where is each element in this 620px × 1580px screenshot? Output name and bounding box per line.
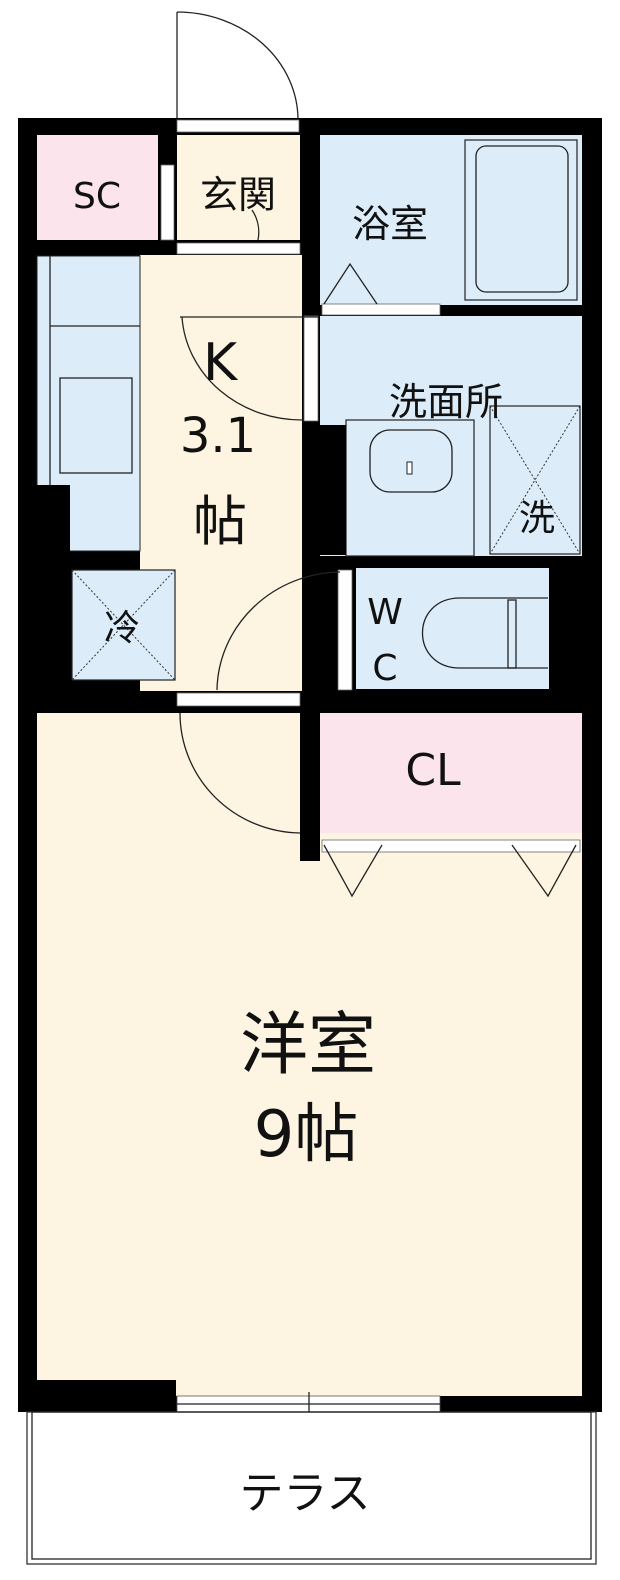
terrace (26, 1411, 597, 1565)
bath-label: 浴室 (352, 202, 428, 246)
genkan-step-arc (251, 209, 260, 241)
washer-label: 洗 (519, 498, 555, 539)
kitchen-name-label: K (203, 333, 239, 393)
closet-wall (300, 706, 320, 861)
wc-label-c: C (372, 648, 397, 689)
sink (369, 429, 453, 493)
vanity (345, 419, 475, 557)
cooktop (59, 377, 133, 474)
wc-room (356, 568, 549, 689)
terrace-label: テラス (239, 1468, 370, 1519)
closet-door-fold (323, 844, 577, 898)
genkan-room (177, 135, 300, 240)
room-door-arc (179, 712, 301, 834)
bottom-left-wall (18, 1380, 176, 1412)
washroom-door-arc (181, 316, 305, 421)
entry-door (176, 11, 299, 121)
fridge-cross (71, 569, 176, 681)
washroom-label: 洗面所 (389, 380, 503, 424)
sc-room (37, 135, 158, 240)
genkan-label: 玄関 (200, 173, 276, 217)
closet-room (320, 713, 582, 833)
western-room-label: 洋室 (240, 1006, 376, 1085)
closet-door-rail (321, 839, 581, 853)
kitchen-unit-label: 帖 (193, 490, 247, 553)
kitchen-size-label: 3.1 (180, 408, 256, 464)
room-door-sill (176, 692, 301, 707)
bath-door-fold (323, 262, 378, 305)
washer-cross (489, 405, 581, 555)
western-room-size: 9帖 (254, 1098, 359, 1172)
bath-door (321, 303, 441, 316)
terrace-inner (31, 1411, 592, 1560)
left-wall-block (18, 485, 70, 691)
sc-label: SC (73, 176, 121, 217)
bathtub (464, 139, 578, 301)
sc-door (160, 164, 175, 241)
wc-door (337, 569, 353, 691)
closet-label: CL (405, 745, 461, 796)
toilet (421, 597, 548, 669)
wc-door-arc (216, 571, 341, 691)
fridge-label: 冷 (104, 608, 140, 649)
entry-door-sill (176, 119, 300, 133)
wall-block (302, 425, 346, 555)
washroom-door (303, 315, 319, 422)
toilet-tank (507, 599, 517, 669)
faucet (406, 461, 413, 475)
wc-label-w: W (367, 592, 403, 633)
kitchen-door-sill (176, 242, 301, 255)
bathtub-inner (475, 145, 569, 293)
